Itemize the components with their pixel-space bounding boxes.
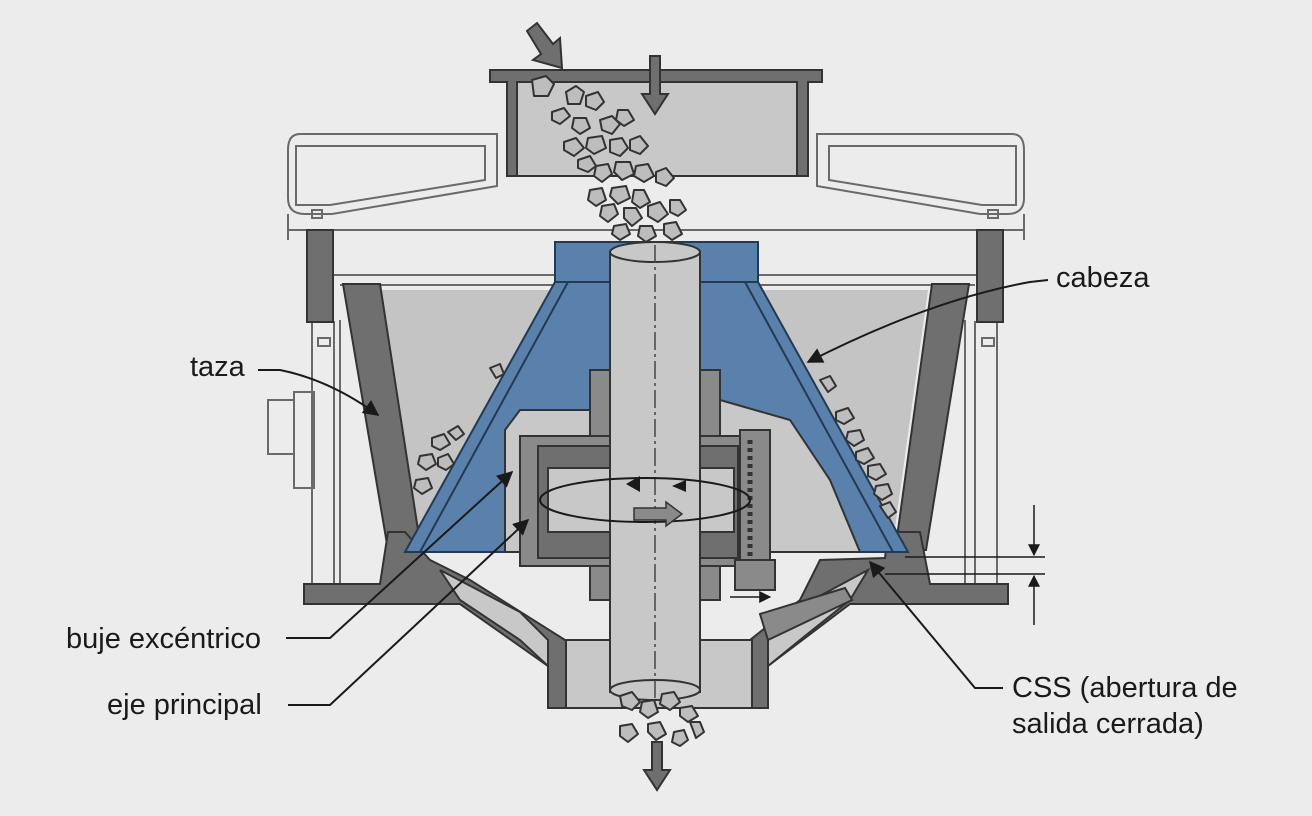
leader-cabeza [806,279,1049,363]
bowl-liner [341,283,971,551]
leader-taza [258,369,380,416]
leader-eje [288,518,530,706]
label-buje-excentrico: buje excéntrico [66,623,262,655]
css-dimension [730,505,1045,625]
label-css-line1: CSS (abertura de [1012,672,1238,704]
label-css: CSS (abertura de salida cerrada) [1012,670,1238,742]
label-taza: taza [190,351,245,383]
leader-lines [258,279,1049,706]
feed-arrow-icon [525,21,670,116]
rotation-arrow-icon [539,476,751,528]
label-eje-principal: eje principal [107,689,262,721]
side-columns [306,229,1004,323]
rock-particles [413,75,897,747]
main-shaft [609,241,701,701]
discharge-arrow-icon [642,741,672,792]
label-cabeza: cabeza [1056,262,1150,294]
label-css-line2: salida cerrada) [1012,708,1204,740]
leader-buje [286,470,514,639]
leader-css [868,560,1003,689]
